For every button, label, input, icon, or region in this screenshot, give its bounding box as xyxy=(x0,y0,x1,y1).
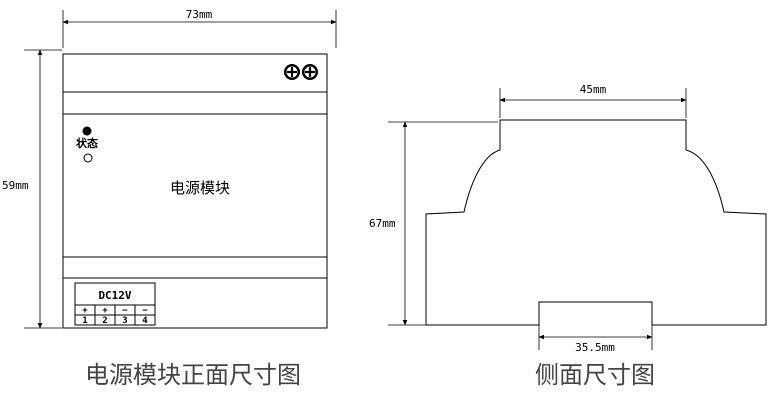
front-width-label: 73mm xyxy=(186,8,213,21)
module-body xyxy=(62,53,328,329)
screw-icon xyxy=(284,64,300,80)
side-view: 45mm 67mm 35.5mm 侧面尺寸图 xyxy=(369,83,767,389)
side-height-dimension xyxy=(388,121,498,326)
front-view: 73mm 59mm 状 xyxy=(2,8,337,389)
terminal-number: 2 xyxy=(102,316,107,326)
front-height-dimension xyxy=(24,49,62,329)
side-top-width-dimension xyxy=(499,88,687,118)
status-led-empty-icon xyxy=(83,153,93,163)
terminal-number: 3 xyxy=(122,316,127,326)
terminal-number: 1 xyxy=(82,316,87,326)
terminal-sign: + xyxy=(102,306,108,316)
side-profile-outline xyxy=(425,119,767,326)
voltage-label: DC12V xyxy=(98,289,131,302)
side-bottom-width-dimension xyxy=(538,325,653,350)
side-top-width-label: 45mm xyxy=(580,83,607,96)
side-view-caption: 侧面尺寸图 xyxy=(535,361,655,389)
status-label: 状态 xyxy=(76,136,98,150)
side-height-label: 67mm xyxy=(369,217,396,230)
screw-icon xyxy=(302,64,318,80)
front-height-label: 59mm xyxy=(2,179,29,192)
status-led-filled-icon xyxy=(82,126,92,136)
front-view-caption: 电源模块正面尺寸图 xyxy=(85,361,301,389)
side-bottom-width-label: 35.5mm xyxy=(575,341,615,354)
terminal-block xyxy=(74,282,156,326)
terminal-number: 4 xyxy=(142,316,148,326)
front-width-dimension xyxy=(62,10,337,48)
module-name-label: 电源模块 xyxy=(170,179,230,197)
terminal-sign: + xyxy=(82,306,88,316)
terminal-sign: − xyxy=(122,306,128,316)
terminal-sign: − xyxy=(142,306,148,316)
